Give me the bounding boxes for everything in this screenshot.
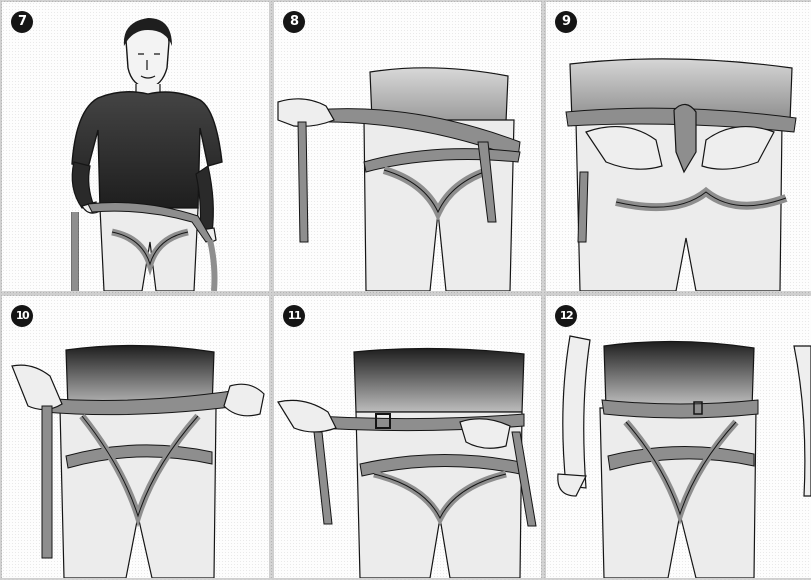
- step-11-panel: 11: [274, 296, 541, 578]
- step-9-panel: 9: [546, 2, 811, 291]
- step-number-badge: 11: [283, 305, 305, 327]
- step-7-panel: 7: [2, 2, 269, 291]
- step-12-panel: 12: [546, 296, 811, 578]
- step-8-panel: 8: [274, 2, 541, 291]
- step-9-illustration: [546, 2, 811, 291]
- step-10-panel: 10: [2, 296, 269, 578]
- step-12-illustration: [546, 296, 811, 578]
- step-number-badge: 8: [283, 11, 305, 33]
- step-10-illustration: [2, 296, 269, 578]
- step-number-badge: 9: [555, 11, 577, 33]
- step-number-badge: 10: [11, 305, 33, 327]
- step-number-badge: 7: [11, 11, 33, 33]
- step-7-illustration: [2, 2, 269, 291]
- step-number-badge: 12: [555, 305, 577, 327]
- step-11-illustration: [274, 296, 541, 578]
- step-8-illustration: [274, 2, 541, 291]
